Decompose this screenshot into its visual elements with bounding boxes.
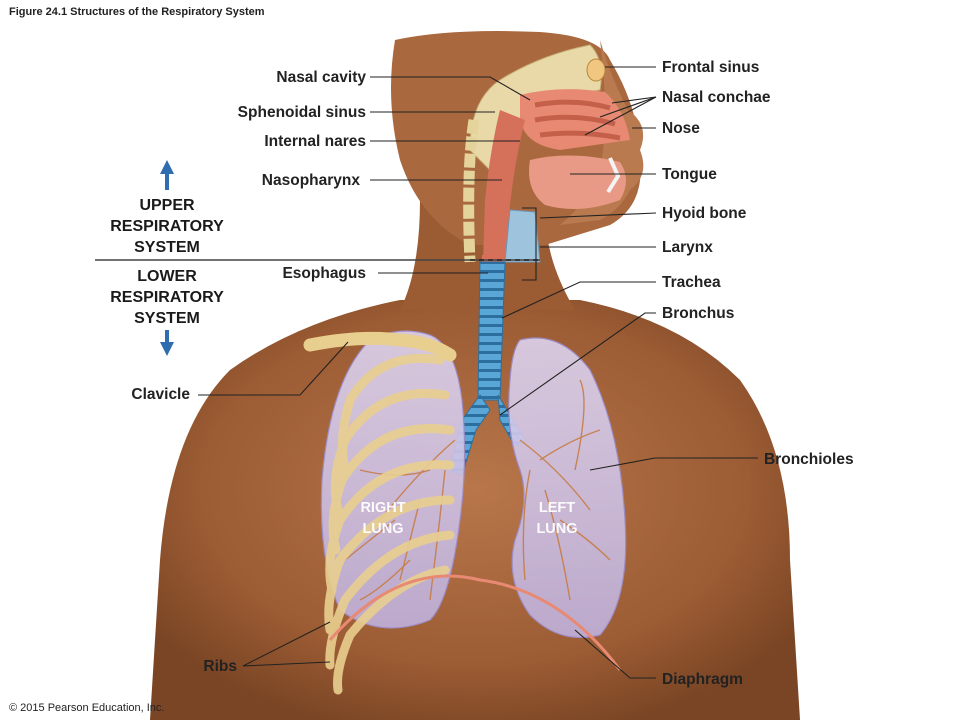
left-lung-shape (508, 337, 627, 639)
label-nasopharynx: Nasopharynx (262, 172, 361, 189)
label-nose: Nose (662, 120, 700, 137)
label-bronchus: Bronchus (662, 305, 734, 322)
label-frontal-sinus: Frontal sinus (662, 59, 759, 76)
arrow-up-icon (160, 160, 174, 190)
left-lung-label-2: LUNG (536, 521, 577, 537)
frontal-sinus-shape (586, 58, 606, 82)
label-hyoid-bone: Hyoid bone (662, 205, 747, 222)
upper-system-line-2: RESPIRATORY (110, 218, 224, 235)
larynx-shape (504, 209, 541, 263)
pharynx-shape (483, 110, 525, 262)
label-diaphragm: Diaphragm (662, 671, 743, 688)
label-internal-nares: Internal nares (264, 133, 366, 150)
lungs (320, 330, 627, 639)
label-bronchioles: Bronchioles (764, 451, 854, 468)
right-lung-label-1: RIGHT (360, 500, 405, 516)
label-esophagus: Esophagus (282, 265, 366, 282)
tongue-shape (529, 155, 626, 209)
right-lung-shape (320, 330, 466, 629)
left-lung-label-1: LEFT (539, 500, 575, 516)
lower-system-line-3: SYSTEM (134, 310, 200, 327)
label-clavicle: Clavicle (131, 386, 190, 403)
right-lung-label-2: LUNG (362, 521, 403, 537)
copyright-notice: © 2015 Pearson Education, Inc. (9, 702, 164, 714)
label-trachea: Trachea (662, 274, 721, 291)
trachea-and-bronchi (449, 261, 526, 476)
lower-system-line-1: LOWER (137, 268, 197, 285)
label-tongue: Tongue (662, 166, 717, 183)
clavicle-shape (303, 331, 457, 362)
label-larynx: Larynx (662, 239, 713, 256)
figure-caption: Figure 24.1 Structures of the Respirator… (9, 6, 265, 18)
diaphragm-shape (328, 574, 622, 671)
label-sphenoidal-sinus: Sphenoidal sinus (238, 104, 366, 121)
lower-system-line-2: RESPIRATORY (110, 289, 224, 306)
upper-system-line-3: SYSTEM (134, 239, 200, 256)
label-nasal-conchae: Nasal conchae (662, 89, 771, 106)
label-nasal-cavity: Nasal cavity (276, 69, 366, 86)
arrow-down-icon (160, 330, 174, 356)
label-ribs: Ribs (203, 658, 237, 675)
upper-system-line-1: UPPER (139, 197, 195, 214)
